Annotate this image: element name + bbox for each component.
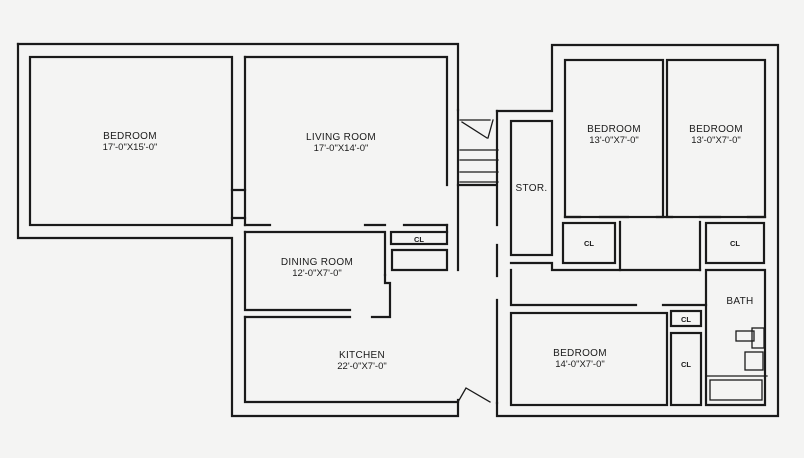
closet-label: CL: [681, 360, 691, 369]
room-name: BEDROOM: [587, 124, 641, 135]
room-name: BEDROOM: [103, 131, 157, 142]
room-dimensions: 13'-0"X7'-0": [691, 135, 741, 146]
closet-label: CL: [730, 239, 740, 248]
room-label-living-room: LIVING ROOM 17'-0"X14'-0": [266, 132, 416, 154]
room-name: DINING ROOM: [280, 257, 354, 268]
room-dimensions: 12'-0"X7'-0": [292, 268, 342, 279]
room-name: BEDROOM: [689, 124, 743, 135]
room-label-bath: BATH: [720, 296, 760, 307]
room-label-dining-room: DINING ROOM 12'-0"X7'-0": [262, 257, 372, 279]
room-dimensions: 17'-0"X14'-0": [313, 143, 369, 154]
room-label-bedroom-1: BEDROOM 17'-0"X15'-0": [60, 131, 200, 153]
room-name: STOR.: [515, 183, 548, 194]
room-name: KITCHEN: [339, 350, 385, 361]
room-label-storage: STOR.: [511, 183, 552, 194]
closet-label: CL: [414, 235, 424, 244]
room-dimensions: 14'-0"X7'-0": [555, 359, 605, 370]
room-label-kitchen: KITCHEN 22'-0"X7'-0": [302, 350, 422, 372]
room-dimensions: 17'-0"X15'-0": [102, 142, 158, 153]
closet-label: CL: [584, 239, 594, 248]
room-name: LIVING ROOM: [306, 132, 376, 143]
room-label-bedroom-3: BEDROOM 13'-0"X7'-0": [667, 124, 765, 146]
room-name: BATH: [726, 296, 754, 307]
room-name: BEDROOM: [553, 348, 607, 359]
room-dimensions: 13'-0"X7'-0": [589, 135, 639, 146]
room-label-bedroom-4: BEDROOM 14'-0"X7'-0": [530, 348, 630, 370]
room-label-bedroom-2: BEDROOM 13'-0"X7'-0": [565, 124, 663, 146]
closet-label: CL: [681, 315, 691, 324]
room-dimensions: 22'-0"X7'-0": [337, 361, 387, 372]
